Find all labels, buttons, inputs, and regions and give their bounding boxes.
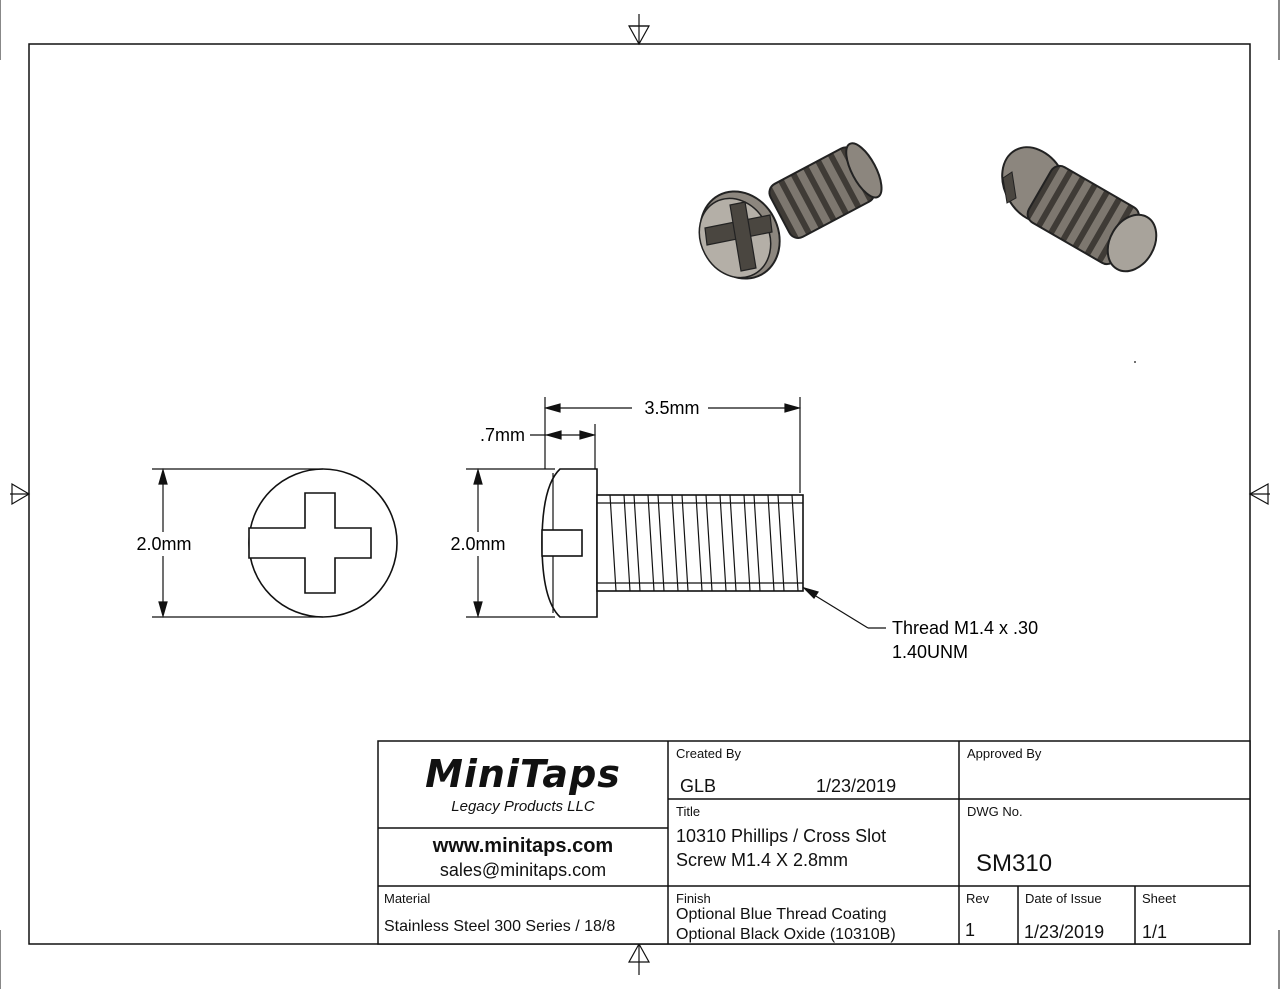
centering-marks <box>10 14 1270 975</box>
issue-date-value: 1/23/2019 <box>1024 922 1105 942</box>
head-height-label: .7mm <box>480 425 525 445</box>
website-link[interactable]: www.minitaps.com <box>432 835 614 857</box>
dim-front-diameter <box>152 467 323 619</box>
screw-side-view <box>541 468 804 618</box>
finish-line2: Optional Black Oxide (10310B) <box>676 926 896 943</box>
finish-label: Finish <box>676 891 711 906</box>
side-diameter-label: 2.0mm <box>450 534 505 554</box>
head-front-view <box>248 468 398 618</box>
created-by-value: GLB <box>680 776 717 796</box>
issue-date-label: Date of Issue <box>1025 891 1102 906</box>
sheet-value: 1/1 <box>1142 922 1168 942</box>
created-by-label: Created By <box>676 746 742 761</box>
title-line2: Screw M1.4 X 2.8mm <box>676 850 849 870</box>
rev-label: Rev <box>966 891 990 906</box>
dim-overall-length <box>543 397 802 493</box>
stray-mark <box>1134 361 1136 363</box>
dim-head-height <box>530 424 597 469</box>
title-line1: 10310 Phillips / Cross Slot <box>676 826 887 846</box>
front-diameter-label: 2.0mm <box>136 534 191 554</box>
screw-3d-view-front <box>698 142 883 280</box>
dwg-no-value: SM310 <box>976 850 1053 877</box>
thread-callout-line2: 1.40UNM <box>892 642 968 662</box>
material-label: Material <box>384 891 431 906</box>
company-subtitle: Legacy Products LLC <box>451 798 595 815</box>
thread-callout-line1: Thread M1.4 x .30 <box>892 618 1038 638</box>
overall-length-label: 3.5mm <box>644 398 699 418</box>
dim-side-diameter <box>466 467 555 619</box>
rev-value: 1 <box>965 920 976 940</box>
material-value: Stainless Steel 300 Series / 18/8 <box>384 918 616 935</box>
email-link[interactable]: sales@minitaps.com <box>439 860 607 880</box>
screw-3d-view-rear <box>1001 146 1158 273</box>
sheet-label: Sheet <box>1142 891 1176 906</box>
finish-line1: Optional Blue Thread Coating <box>676 906 887 923</box>
title-label: Title <box>676 804 701 819</box>
title-block-grid <box>377 740 1251 945</box>
company-logo: MiniTaps <box>425 752 621 796</box>
thread-leader <box>801 586 886 629</box>
dwg-no-label: DWG No. <box>967 804 1023 819</box>
approved-by-label: Approved By <box>967 746 1042 761</box>
created-date-value: 1/23/2019 <box>816 776 897 796</box>
